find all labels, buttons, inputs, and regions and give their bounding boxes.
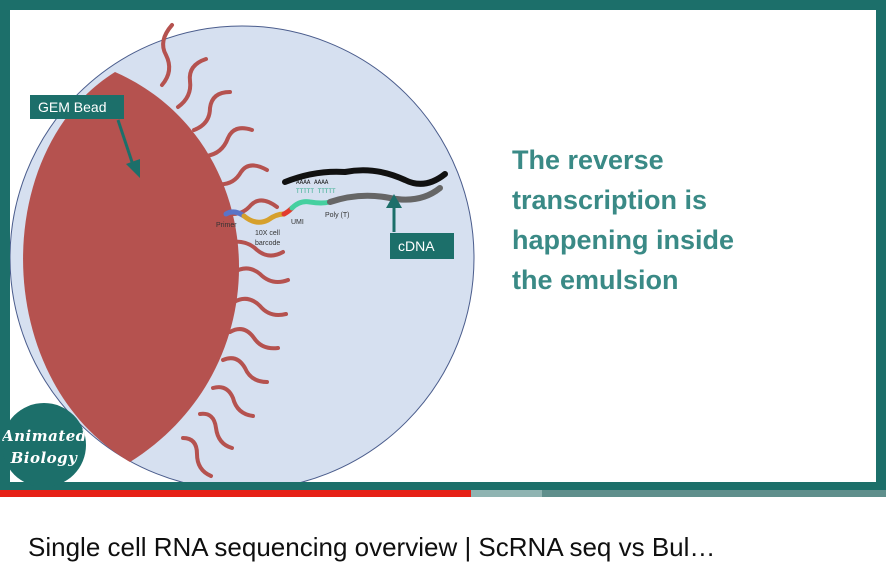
slide-heading-line: The reverse <box>512 145 664 175</box>
oligo-strand <box>204 126 254 158</box>
video-slide: GEM Bead cDNA Primer 10X cell barcode UM… <box>10 10 876 482</box>
oligo-strand <box>181 436 213 478</box>
umi-label: UMI <box>291 219 304 226</box>
oligo-strand <box>192 90 232 132</box>
slide-heading-line: the emulsion <box>512 265 679 295</box>
video-progress-bar[interactable] <box>0 490 886 497</box>
slide-heading-line: happening inside <box>512 225 735 255</box>
oligo-strand <box>215 163 269 187</box>
gem-bead-label: GEM Bead <box>30 95 124 119</box>
oligo-strand <box>198 411 234 450</box>
slide-heading-line: transcription is <box>512 185 708 215</box>
slide-heading: The reverse transcription is happening i… <box>512 140 812 300</box>
oligo-strand <box>232 296 288 317</box>
oligo-strand <box>211 385 255 418</box>
logo-text-line2: Biology <box>10 449 78 467</box>
video-title[interactable]: Single cell RNA sequencing overview | Sc… <box>28 532 716 562</box>
barcode-label-line1: 10X cell <box>255 230 280 237</box>
oligo-construct <box>223 167 448 225</box>
oligo-strand <box>176 57 208 109</box>
barcode-label-line2: barcode <box>255 240 281 247</box>
polyt-sequence-label: TTTTT TTTTT <box>296 188 336 195</box>
oligo-strand <box>221 356 269 384</box>
channel-logo[interactable]: Animated Biology <box>2 403 86 487</box>
cdna-strand <box>327 185 443 205</box>
primer-label: Primer <box>216 222 237 229</box>
polyt-label: Poly (T) <box>325 212 350 219</box>
oligo-strands <box>160 23 290 478</box>
oligo-strand <box>160 23 174 87</box>
progress-played <box>0 490 472 497</box>
oligo-strand <box>229 239 285 258</box>
emulsion-diagram <box>10 23 475 482</box>
cdna-arrow <box>386 194 402 232</box>
oligo-strand <box>228 327 280 351</box>
gem-bead <box>23 72 240 462</box>
oligo-strand <box>232 266 290 284</box>
cdna-label: cDNA <box>390 233 454 259</box>
gem-bead-arrow <box>116 119 140 178</box>
mrna-strand <box>282 167 448 187</box>
barcode-segment <box>241 211 287 225</box>
polyt-segment <box>289 199 333 211</box>
logo-text-line1: Animated <box>2 427 86 445</box>
video-player[interactable]: GEM Bead cDNA Primer 10X cell barcode UM… <box>0 0 886 490</box>
polya-sequence-label: AAAA AAAA <box>296 179 329 186</box>
